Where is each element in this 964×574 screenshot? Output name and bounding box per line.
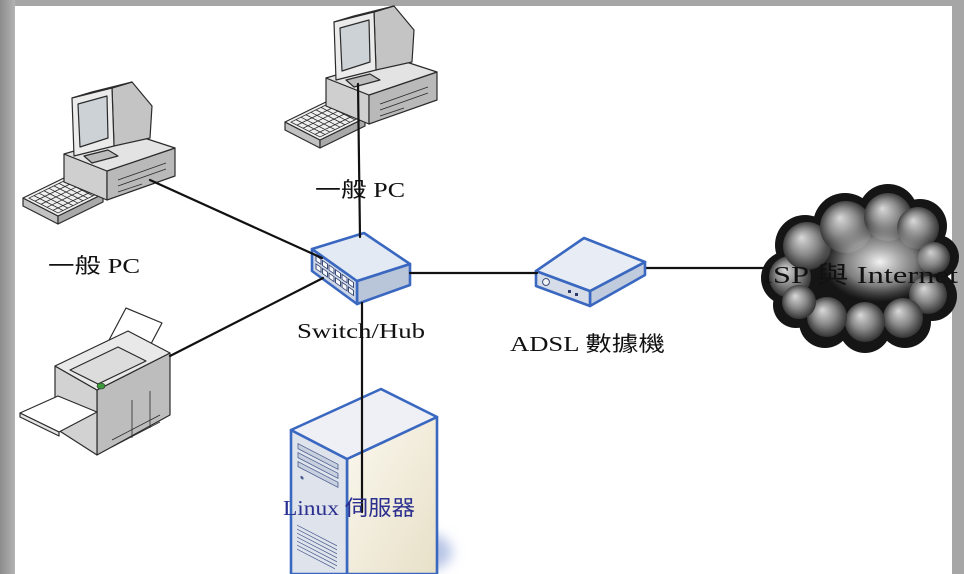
switch-ports (315, 255, 354, 297)
link-pc-left-switch (148, 178, 324, 260)
network-switch-icon (310, 231, 412, 306)
switch-port (328, 272, 335, 283)
printer-side-panel-lines (111, 391, 161, 448)
switch-top-face (310, 231, 412, 283)
pc-drive-slots (117, 162, 167, 193)
cloud-puff (782, 285, 816, 319)
server-tower-icon (289, 387, 452, 574)
switch-port (315, 263, 322, 274)
server-drive-bay-3 (297, 461, 339, 488)
switch-port (348, 278, 354, 289)
pc-drive-slots (379, 86, 429, 117)
switch-label: Switch/Hub (297, 319, 425, 343)
cloud-puff (783, 222, 831, 270)
switch-port (335, 276, 341, 288)
switch-port (322, 259, 328, 270)
cloud-puff (845, 302, 885, 342)
cloud-label: ISP 與 Internet (762, 262, 958, 289)
cloud-highlight (822, 222, 938, 302)
printer-control-panel (69, 346, 147, 385)
switch-port (341, 281, 348, 292)
server-drive-bay-2 (297, 452, 339, 479)
modem-status-light (575, 293, 578, 296)
link-printer-switch (168, 276, 325, 358)
switch-port (328, 264, 335, 275)
frame-left-band (0, 0, 15, 574)
server-label: Linux 伺服器 (283, 496, 415, 520)
pc-top-label: 一般 PC (315, 178, 405, 202)
printer-output-tray-edge (19, 412, 60, 437)
laser-printer-icon (19, 307, 171, 456)
server-vent-lines (297, 524, 337, 570)
pc-left-label: 一般 PC (48, 254, 140, 278)
desktop-pc-icon (284, 5, 438, 149)
server-drive-bay-1 (297, 443, 339, 470)
desktop-pc-icon (22, 81, 176, 225)
monitor-stand (83, 149, 119, 164)
server-front-details (297, 443, 339, 570)
server-top-face (289, 387, 439, 461)
switch-port (315, 255, 322, 266)
cloud-puff (807, 297, 847, 337)
modem-status-light (568, 290, 571, 293)
switch-port (341, 273, 348, 284)
server-power-indicator (300, 475, 304, 480)
cloud-puff (883, 298, 923, 338)
internet-cloud-icon (761, 184, 959, 353)
switch-port (335, 268, 341, 280)
modem-top-face (534, 236, 647, 293)
monitor-screen (77, 95, 109, 148)
monitor-stand (345, 73, 381, 88)
switch-port (322, 267, 328, 278)
adsl-modem-icon (534, 236, 647, 308)
switch-port (348, 286, 354, 297)
modem-power-indicator (542, 278, 550, 286)
monitor-screen (339, 19, 371, 72)
printer-status-led (96, 382, 106, 390)
modem-label: ADSL 數據機 (510, 332, 665, 356)
link-pc-top-switch (356, 82, 362, 239)
